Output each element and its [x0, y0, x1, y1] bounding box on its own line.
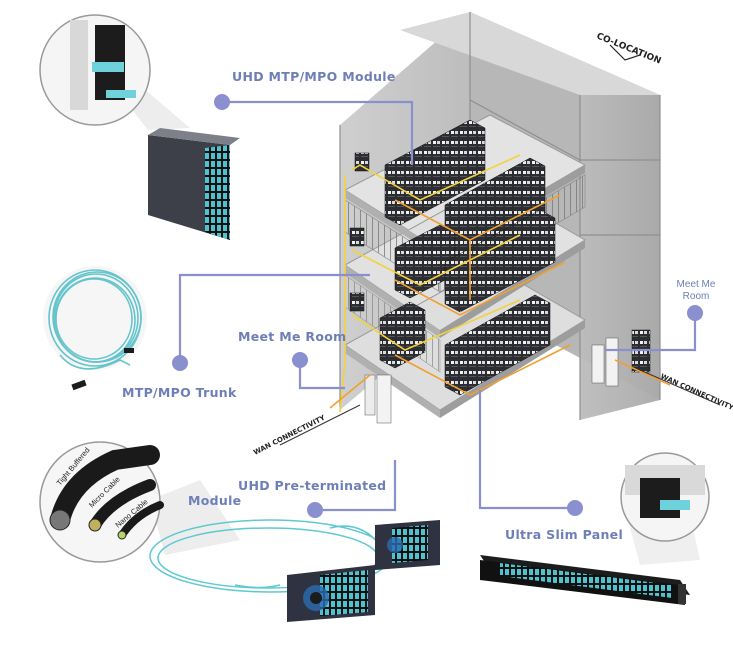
dot-uhd-preterm [307, 502, 323, 518]
dot-uhd-module [214, 94, 230, 110]
label-uhd-preterminated-line2: Module [188, 493, 242, 508]
label-meet-me-room-right-line1: Meet Me [676, 279, 716, 290]
uhd-module-unit [148, 128, 240, 240]
connector-meet-me-room-right [605, 313, 697, 352]
racks-floor-1 [379, 294, 551, 396]
connector-mtp-trunk [178, 273, 370, 363]
connector-meet-me-room [298, 360, 345, 390]
ultra-slim-panel [480, 452, 710, 605]
dot-meet-me-room-right [687, 305, 703, 321]
wan-connectivity-left: WAN CONNECTIVITY [252, 413, 327, 456]
wan-connectivity-right: WAN CONNECTIVITY [659, 373, 733, 413]
label-ultra-slim-panel: Ultra Slim Panel [505, 527, 624, 542]
callout-connectors [178, 100, 697, 512]
label-mtp-mpo-trunk: MTP/MPO Trunk [122, 385, 237, 400]
dot-mtp-trunk [172, 355, 188, 371]
uhd-module-callout [39, 14, 240, 240]
label-meet-me-room-right-line2: Room [682, 291, 710, 302]
mtp-trunk-callout [43, 266, 147, 391]
dot-meet-me-room [292, 352, 308, 368]
colocation-label: CO-LOCATION [595, 32, 663, 67]
connector-uhd-preterm [315, 460, 397, 512]
label-uhd-mtp-mpo-module: UHD MTP/MPO Module [232, 69, 396, 84]
building-roof [400, 12, 660, 95]
label-meet-me-room: Meet Me Room [238, 329, 347, 344]
connector-uhd-module [222, 100, 414, 165]
cable-types-callout [39, 441, 240, 563]
label-uhd-preterminated-line1: UHD Pre-terminated [238, 478, 387, 493]
colocation-building [279, 12, 721, 446]
connector-ultra-slim [478, 390, 575, 510]
dot-ultra-slim [567, 500, 583, 516]
label-meet-me-room-right: Meet Me Room [672, 279, 720, 303]
uhd-preterminated-module [149, 519, 440, 622]
